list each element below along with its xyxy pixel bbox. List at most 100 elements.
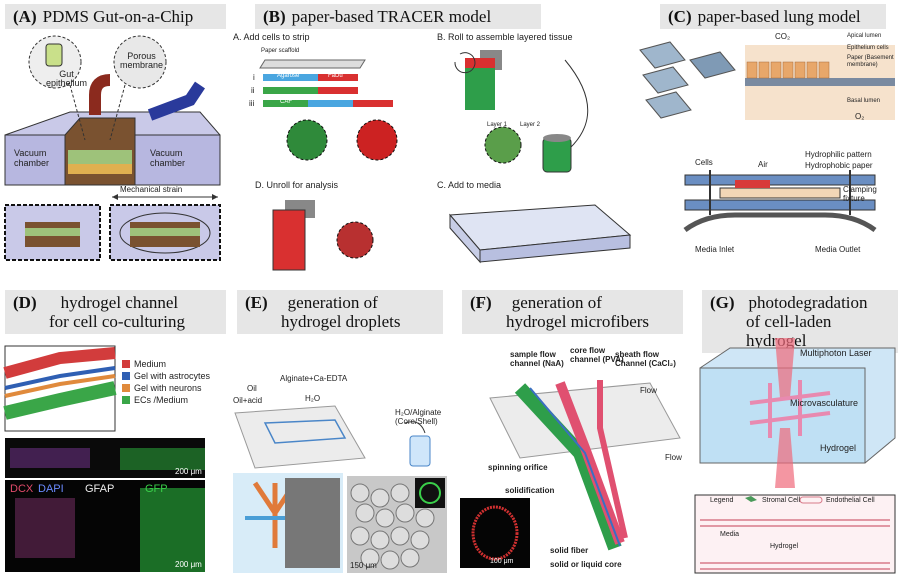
panel-f-title1: generation of <box>511 293 602 312</box>
legend-item-medium: Medium <box>122 358 210 370</box>
channel-legend: Medium Gel with astrocytes Gel with neur… <box>122 358 210 406</box>
droplet-scale: 150 μm <box>350 561 377 570</box>
gfp-label: GFP <box>145 483 168 495</box>
panel-g: (G)photodegradation of cell-laden hydrog… <box>690 288 900 575</box>
step-a-label: A. Add cells to strip <box>233 32 310 42</box>
hydrophobic-label: Hydrophobic paper <box>805 161 873 170</box>
co2-label: CO₂ <box>775 32 791 41</box>
legend-swatch <box>122 372 130 380</box>
legend-item-neurons: Gel with neurons <box>122 382 210 394</box>
panel-f-title2: hydrogel microfibers <box>506 312 650 331</box>
outlet-label: Media Outlet <box>815 245 861 254</box>
gut-chip-diagram <box>4 35 221 261</box>
caf-label: CAF <box>280 99 292 105</box>
panel-f-header: (F) generation of hydrogel microfibers <box>462 290 683 334</box>
panel-e: (E) generation of hydrogel droplets Oil O… <box>225 288 450 575</box>
panel-e-letter: (E) <box>245 293 268 312</box>
media-label: Media <box>720 531 740 538</box>
panel-f: (F) generation of hydrogel microfibers sa… <box>450 288 690 575</box>
panel-a-letter: (A) <box>13 7 37 26</box>
scale-bar-1: 200 μm <box>175 467 202 476</box>
cells-label: Cells <box>695 158 713 167</box>
hydrophilic-label: Hydrophilic pattern <box>805 150 872 159</box>
spinning-label: spinning orifice <box>488 463 548 472</box>
panel-g-title1: photodegradation <box>748 293 868 312</box>
panel-b-header: (B) paper-based TRACER model <box>255 4 541 29</box>
microfiber-diagram <box>460 380 681 568</box>
inlet-label: Media Inlet <box>695 245 735 254</box>
panel-f-letter: (F) <box>470 293 492 312</box>
fiber-scale: 100 μm <box>490 558 514 565</box>
micro-label: Microvasculature <box>790 398 859 408</box>
fadu-label: FaDu <box>328 73 343 79</box>
air-label: Air <box>758 160 768 169</box>
panel-b-title: paper-based TRACER model <box>291 7 492 26</box>
solidification-label: solidification <box>505 486 555 495</box>
layer2-label: Layer 2 <box>520 122 541 128</box>
panel-b-letter: (B) <box>263 7 286 26</box>
legend-label: Legend <box>710 497 734 504</box>
h2o-label: H₂O <box>305 394 321 403</box>
step-d-label: D. Unroll for analysis <box>255 180 339 190</box>
legend-swatch <box>122 384 130 392</box>
stromal-label: Stromal Cell <box>762 497 801 504</box>
alginate-label: Alginate+Ca-EDTA <box>280 374 348 383</box>
oil-label: Oil <box>247 384 257 393</box>
panel-d-header: (D)hydrogel channel for cell co-culturin… <box>5 290 226 334</box>
lung-model-diagram <box>639 41 895 233</box>
panel-d: (D)hydrogel channel for cell co-culturin… <box>0 288 226 575</box>
row-iii-label: iii <box>249 99 255 108</box>
panel-c-letter: (C) <box>668 7 692 26</box>
apical-label: Apical lumen <box>847 33 882 39</box>
panel-c-title: paper-based lung model <box>697 7 861 26</box>
panel-d-title2: for cell co-culturing <box>49 312 185 331</box>
core-type-label: solid or liquid core <box>550 560 622 569</box>
hydrogel2-label: Hydrogel <box>770 543 799 550</box>
panel-e-header: (E) generation of hydrogel droplets <box>237 290 443 334</box>
strain-label: Mechanical strain <box>120 185 183 194</box>
panel-c: (C) paper-based lung model CO₂ O₂ Apical … <box>635 0 900 280</box>
panel-b: (B) paper-based TRACER model A. Add cells… <box>225 0 635 280</box>
legend-swatch <box>122 360 130 368</box>
photodegradation-diagram <box>694 338 896 574</box>
panel-e-title1: generation of <box>287 293 378 312</box>
panel-a-title: PDMS Gut-on-a-Chip <box>42 7 194 26</box>
legend-swatch <box>122 396 130 404</box>
laser-label: Multiphoton Laser <box>800 348 872 358</box>
epi-label: Epithelium cells <box>847 45 889 51</box>
basal-label: Basal lumen <box>847 98 881 104</box>
scale-bar-2: 200 μm <box>175 560 202 569</box>
step-c-label: C. Add to media <box>437 180 502 190</box>
row-ii-label: ii <box>251 86 255 95</box>
legend-item-astrocytes: Gel with astrocytes <box>122 370 210 382</box>
panel-g-header: (G)photodegradation of cell-laden hydrog… <box>702 290 898 353</box>
tracer-diagram <box>259 50 632 271</box>
droplet-chip <box>233 405 447 573</box>
o2-label: O₂ <box>855 112 865 121</box>
co-culture-channel <box>3 345 205 572</box>
hydrogel-label: Hydrogel <box>820 443 857 453</box>
dcx-label: DCX <box>10 483 34 495</box>
scaffold-label: Paper scaffold <box>261 48 300 54</box>
panel-g-letter: (G) <box>710 293 735 312</box>
panel-d-letter: (D) <box>13 293 37 312</box>
dapi-label: DAPI <box>38 483 64 495</box>
oil-acid-label: Oil+acid <box>233 396 263 405</box>
gfap-label: GFAP <box>85 483 115 495</box>
step-b-label: B. Roll to assemble layered tissue <box>437 32 573 42</box>
panel-e-title2: hydrogel droplets <box>281 312 401 331</box>
h2o-alginate-label: H₂O/Alginate(Core/Shell) <box>395 408 442 426</box>
legend-item-ecs: ECs /Medium <box>122 394 210 406</box>
layer1-label: Layer 1 <box>487 122 508 128</box>
endo-label: Endothelial Cell <box>826 497 875 504</box>
